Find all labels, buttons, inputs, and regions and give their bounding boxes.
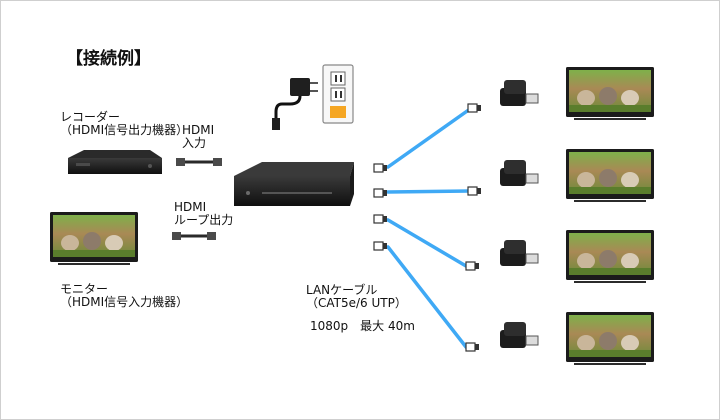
- transmitter-plugs: [373, 163, 388, 251]
- receiver-plugs: [465, 103, 482, 352]
- recorder-icon: [68, 150, 162, 174]
- monitor-label-line1: モニター: [60, 282, 109, 296]
- monitor-tv-icon: [50, 212, 138, 265]
- lan-cable-label: LANケーブル （CAT5e/6 UTP）: [306, 284, 407, 310]
- hdmi-loop-label-line2: ループ出力: [174, 213, 234, 227]
- tv-icon-1: [566, 67, 654, 120]
- lan-cable-1: [386, 107, 472, 169]
- spec-label: 1080p 最大 40m: [310, 319, 415, 333]
- hdmi-input-label-line1: HDMI: [182, 123, 215, 137]
- diagram-title: 【接続例】: [66, 49, 151, 69]
- hdmi-input-label-line2: 入力: [182, 136, 207, 150]
- recorder-label-line1: レコーダー: [60, 110, 121, 124]
- extender-receiver-icon-3: [499, 239, 539, 267]
- monitor-label-line2: （HDMI信号入力機器）: [60, 295, 189, 309]
- power-adapter-icon: [272, 78, 318, 130]
- hdmi-loop-label-line1: HDMI: [174, 200, 207, 214]
- monitor-label: モニター （HDMI信号入力機器）: [60, 283, 188, 309]
- extender-receiver-icon-4: [499, 321, 539, 349]
- recorder-label-line2: （HDMI信号出力機器）: [60, 123, 189, 137]
- lan-cable-label-line1: LANケーブル: [306, 283, 378, 297]
- hdmi-input-cable: [176, 158, 222, 166]
- hdmi-loop-label: HDMI ループ出力: [174, 201, 233, 227]
- lan-cable-2: [386, 189, 472, 194]
- wall-outlet-icon: [322, 64, 354, 124]
- tv-icon-3: [566, 230, 654, 283]
- lan-cables: [386, 107, 472, 349]
- tv-icon-2: [566, 149, 654, 202]
- recorder-label: レコーダー （HDMI信号出力機器）: [60, 111, 188, 137]
- lan-cable-3: [386, 218, 468, 268]
- hdmi-input-label: HDMI 入力: [182, 124, 214, 150]
- extender-receiver-icon-2: [499, 159, 539, 187]
- lan-cable-label-line2: （CAT5e/6 UTP）: [306, 296, 407, 310]
- hdmi-loop-cable: [172, 232, 216, 240]
- lan-cable-4: [386, 245, 468, 349]
- extender-receiver-icon-1: [499, 79, 539, 107]
- tv-icon-4: [566, 312, 654, 365]
- splitter-icon: [234, 162, 354, 206]
